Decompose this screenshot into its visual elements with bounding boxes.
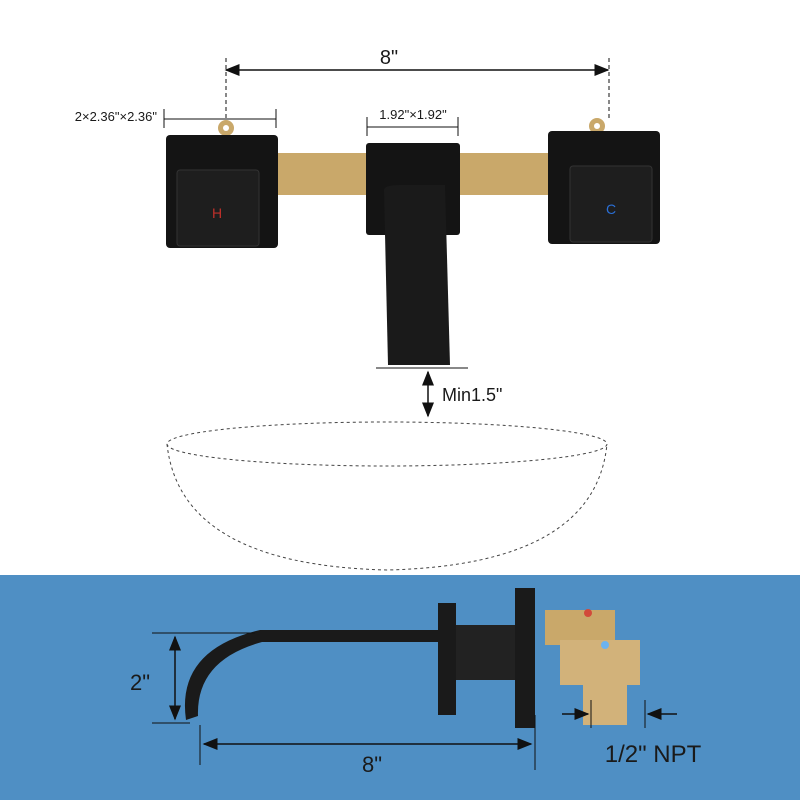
spout bbox=[384, 185, 450, 365]
side-view-background bbox=[0, 575, 800, 800]
valve-body bbox=[456, 625, 526, 680]
brass-inlet bbox=[583, 680, 627, 725]
spout-height-label: 2" bbox=[130, 670, 150, 695]
hole bbox=[594, 123, 600, 129]
min-clearance-label: Min1.5" bbox=[442, 385, 502, 405]
wall-plate-front bbox=[438, 603, 456, 715]
handle-size-label: 2×2.36"×2.36" bbox=[75, 109, 158, 124]
handle-spacing-label: 8" bbox=[380, 47, 398, 69]
spout-plate-size-label: 1.92"×1.92" bbox=[379, 107, 447, 122]
side-spout bbox=[184, 630, 440, 720]
hot-marker bbox=[584, 609, 592, 617]
cold-handle-lever bbox=[569, 165, 653, 243]
inlet-size-label: 1/2" NPT bbox=[605, 741, 702, 768]
basin-rim bbox=[166, 421, 608, 467]
wall-plate-back bbox=[515, 588, 535, 728]
spout-reach-label: 8" bbox=[362, 752, 382, 777]
brass-valve-upper bbox=[545, 610, 615, 645]
top-view: 8" 2×2.36"×2.36" 1.92"×1.92" H C Min1.5" bbox=[75, 47, 660, 571]
cold-label: C bbox=[606, 201, 616, 217]
hole bbox=[223, 125, 229, 131]
cold-marker bbox=[601, 641, 609, 649]
side-view: 2" 8" 1/2" NPT bbox=[0, 575, 800, 800]
hot-label: H bbox=[212, 205, 222, 221]
brass-valve-lower bbox=[560, 640, 640, 685]
hot-handle-lever bbox=[176, 169, 260, 247]
basin-bowl bbox=[166, 443, 608, 571]
